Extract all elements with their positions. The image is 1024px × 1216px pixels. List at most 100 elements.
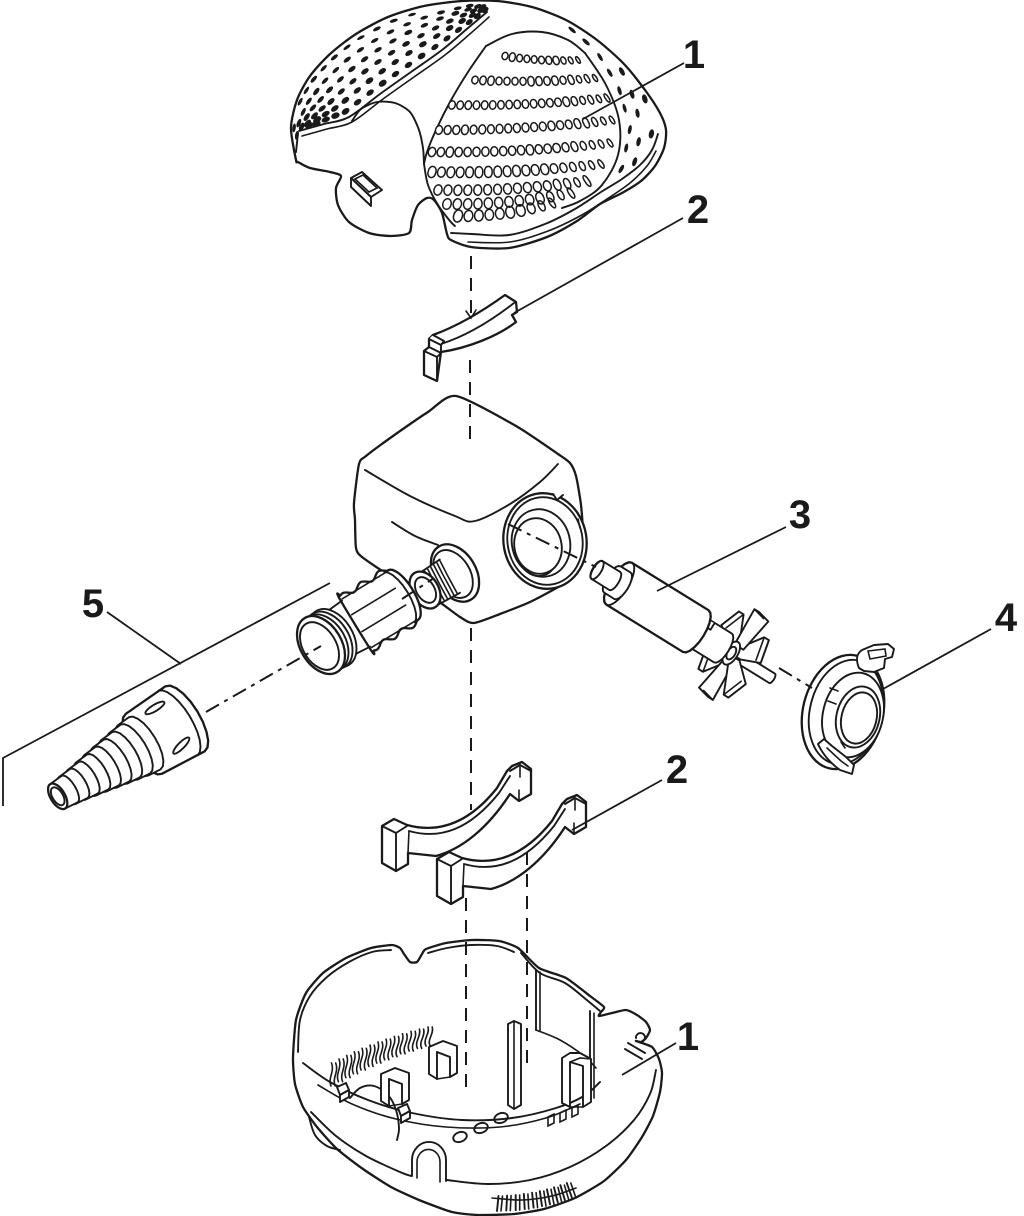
contour-line (367, 1044, 372, 1068)
contour-line (310, 1111, 412, 1177)
contour-line (380, 1067, 410, 1107)
callouts: 1 2 3 4 5 2 1 (2, 33, 1018, 1076)
leader-line-hose-connector-group (106, 611, 182, 665)
contour-line (395, 1035, 400, 1058)
contour-line (341, 571, 387, 600)
contour-line (827, 700, 837, 705)
contour-line (543, 1190, 547, 1207)
contour-line (505, 1194, 509, 1212)
contour-line (491, 1187, 577, 1201)
contour-line (436, 562, 455, 596)
contour-line (340, 1058, 345, 1083)
housing-outline (291, 938, 664, 1216)
callout-pump-cover: 4 (882, 596, 1018, 690)
contour-line (563, 1184, 570, 1201)
contour-line (446, 1069, 657, 1185)
contour-line (570, 1182, 577, 1199)
contour-line (758, 611, 770, 623)
contour-line (350, 177, 372, 207)
contour-line (557, 1186, 563, 1204)
part-fixing-clamp-a (380, 760, 533, 873)
contour-line (439, 560, 458, 594)
group-bracket-hose-connectors (2, 582, 331, 806)
contour-line (509, 1194, 512, 1212)
contour-line (531, 1191, 535, 1209)
contour-line (436, 1076, 451, 1080)
contour-line (364, 463, 559, 523)
callout-hose-connector-group: 5 (82, 582, 182, 665)
contour-line (755, 636, 765, 661)
contour-line (840, 741, 846, 749)
contour-line (351, 100, 425, 165)
contour-line (559, 1108, 567, 1124)
leader-line-fixing-clamps (571, 779, 663, 831)
contour-line (344, 1054, 349, 1079)
contour-line (399, 1033, 404, 1055)
contour-line (333, 1062, 338, 1087)
contour-line (759, 639, 770, 664)
contour-line (348, 1054, 353, 1079)
left-patch-slits (292, 3, 489, 140)
ellipse-line (839, 691, 879, 745)
contour-line (829, 687, 839, 692)
contour-line (297, 949, 392, 1053)
contour-line (702, 689, 714, 701)
leader-line-fixing-clip (513, 217, 684, 314)
contour-line (462, 863, 465, 887)
contour-line (424, 1026, 430, 1047)
contour-line (391, 521, 439, 546)
contour-line (415, 1028, 421, 1050)
callout-rotor-impeller: 3 (656, 493, 811, 592)
leader-line-pump-housing-bottom (621, 1042, 677, 1076)
contour-line (355, 1051, 361, 1075)
guide-dashed-line (205, 645, 322, 713)
ellipse-line (172, 736, 191, 755)
part-stepped-hose-tail (46, 684, 210, 811)
contour-line (301, 16, 490, 137)
contour-line (359, 1047, 364, 1071)
leader-line-pump-cover (882, 628, 992, 690)
contour-line (519, 562, 553, 577)
part-union-nut (295, 568, 422, 676)
part-motor-housing (352, 394, 588, 625)
contour-line (383, 570, 418, 624)
contour-line (577, 518, 581, 529)
contour-line (627, 1042, 646, 1054)
clamp-outline (380, 760, 533, 873)
contour-line (157, 689, 202, 757)
guide-arrow-tip (465, 309, 477, 320)
contour-line (569, 1057, 592, 1063)
assembly-guide-lines (205, 256, 813, 1092)
contour-line (407, 1030, 413, 1052)
contour-line (350, 587, 397, 616)
contour-line (550, 1188, 555, 1206)
contour-line (571, 1103, 579, 1119)
contour-line (375, 1041, 380, 1064)
contour-line (624, 1048, 643, 1060)
contour-line (383, 1038, 388, 1061)
contour-line (379, 1041, 384, 1064)
part-number-pump-housing-bottom: 1 (677, 1015, 699, 1059)
guide-dashed-line (778, 667, 813, 689)
contour-line (720, 610, 740, 626)
contour-line (722, 680, 742, 696)
contour-line (698, 686, 709, 698)
contour-line (336, 1058, 341, 1083)
contour-line (298, 11, 488, 132)
contour-line (430, 566, 448, 600)
contour-line (371, 1044, 376, 1068)
part-number-fixing-clamps: 2 (666, 748, 688, 792)
contour-line (522, 1193, 526, 1210)
contour-line (561, 52, 622, 209)
ellipse-line (46, 782, 69, 811)
ellipse-line (589, 559, 605, 581)
part-rotor-impeller (589, 559, 777, 701)
callout-pump-housing-bottom: 1 (621, 1015, 699, 1076)
contour-line (400, 1110, 411, 1124)
contour-line (427, 943, 515, 954)
leader-line-rotor-impeller (656, 526, 787, 592)
part-pump-housing-bottom (291, 938, 664, 1216)
part-fixing-clamp-b (435, 793, 588, 906)
ellipse-line (144, 700, 166, 716)
